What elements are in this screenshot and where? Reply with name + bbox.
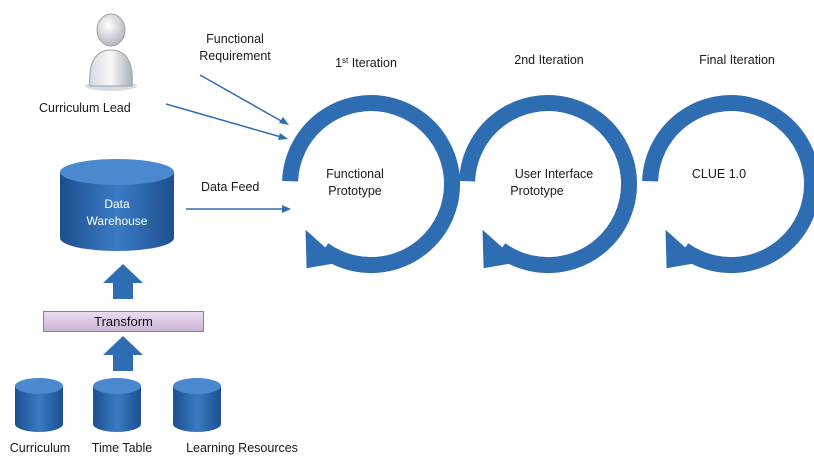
functional-requirement-label-line-1: Functional xyxy=(206,32,264,46)
iteration-2-title: 2nd Iteration xyxy=(514,53,584,67)
iteration-2-cycle-arrow xyxy=(459,95,638,274)
learning-resources-cylinder xyxy=(173,378,221,432)
curriculum-lead-label: Curriculum Lead xyxy=(39,101,131,115)
curriculum-lead-arrow xyxy=(165,103,288,140)
data-warehouse-cylinder xyxy=(60,159,174,251)
curriculum-cylinder xyxy=(15,378,63,432)
iteration-3-inner-line-1: CLUE 1.0 xyxy=(691,167,747,181)
iteration-1-cycle-arrow xyxy=(282,95,461,274)
functional-requirement-arrow xyxy=(199,74,289,125)
data-warehouse-label-line-2: Warehouse xyxy=(86,214,148,228)
person-icon xyxy=(85,13,137,91)
iteration-1-title: 1st Iteration xyxy=(335,56,397,70)
data-feed-arrow xyxy=(186,205,291,213)
data-warehouse-label-line-1: Data xyxy=(104,197,130,211)
iteration-1-inner-line-1: Functional xyxy=(326,167,384,181)
source-label-curriculum: Curriculum xyxy=(9,441,71,455)
data-feed-label: Data Feed xyxy=(201,180,260,194)
iteration-3-cycle-arrow xyxy=(642,95,814,274)
transform-box: Transform xyxy=(43,311,204,332)
iteration-3-title: Final Iteration xyxy=(699,53,775,67)
time-table-cylinder xyxy=(93,378,141,432)
up-arrow-to-transform xyxy=(103,336,143,371)
source-label-learning-resources: Learning Resources xyxy=(186,441,298,455)
up-arrow-to-warehouse xyxy=(103,264,143,299)
source-label-time-table: Time Table xyxy=(91,441,153,455)
transform-label: Transform xyxy=(94,314,153,329)
functional-requirement-label-line-2: Requirement xyxy=(199,49,271,63)
iteration-2-inner-line-2: Prototype xyxy=(510,184,564,198)
iteration-2-inner-line-1: User Interface xyxy=(514,167,594,181)
iteration-1-inner-line-2: Prototype xyxy=(328,184,382,198)
